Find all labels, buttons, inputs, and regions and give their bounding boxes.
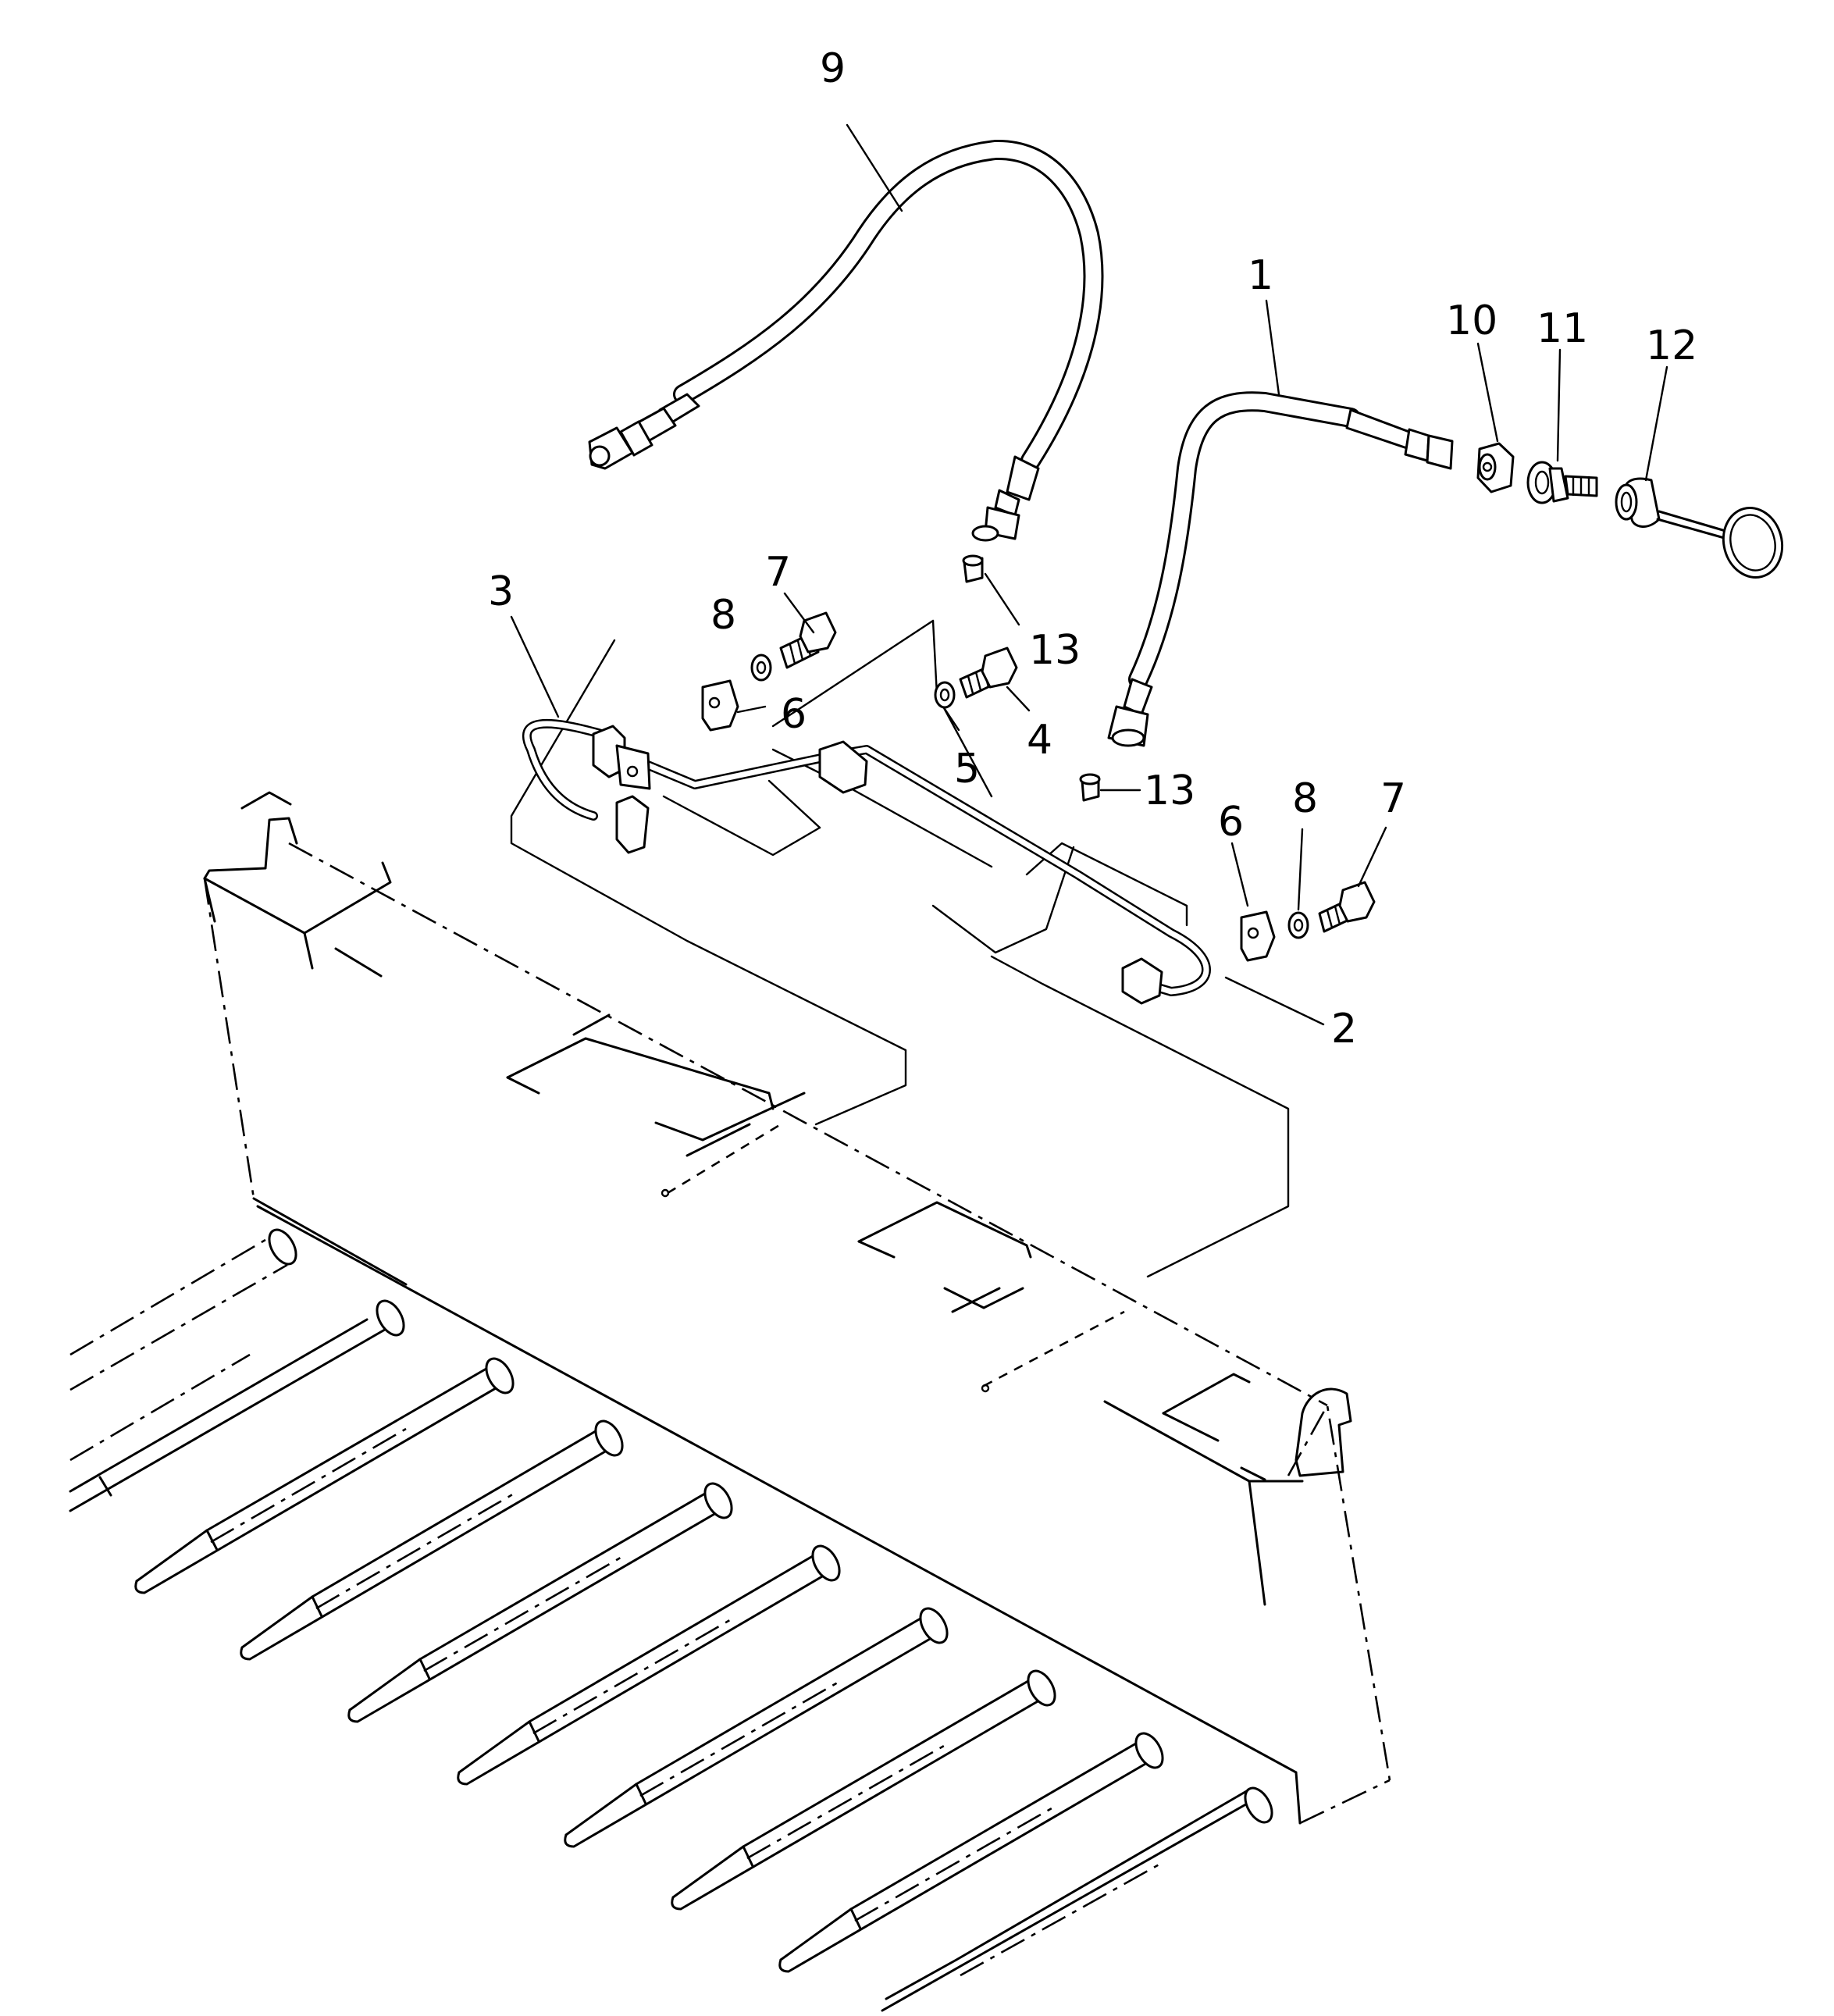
tine (134, 1357, 515, 1594)
tube-3 (522, 718, 1211, 996)
tine (778, 1732, 1164, 1973)
callout-1: 1 (1248, 252, 1273, 299)
dust-cap-12 (1615, 477, 1784, 579)
callout-9: 9 (820, 45, 846, 92)
fitting-13-lower (1079, 773, 1101, 802)
callout-5: 5 (954, 746, 980, 793)
fork-tines (69, 1228, 1273, 2012)
tine (564, 1607, 949, 1848)
tine (347, 1482, 733, 1723)
callout-6-upper: 6 (781, 691, 807, 738)
tine (671, 1669, 1056, 1911)
callout-4: 4 (1027, 717, 1052, 764)
washer-8-upper (750, 654, 772, 682)
callout-13-lower: 13 (1144, 768, 1195, 814)
tine (457, 1544, 841, 1786)
bolt-7-upper (779, 611, 837, 669)
tine (240, 1419, 624, 1661)
fitting-13-upper (962, 554, 984, 583)
callout-8-upper: 8 (710, 592, 736, 639)
callout-numbers: 9 1 10 11 12 3 7 8 13 6 4 5 13 6 8 7 2 (488, 45, 1697, 1053)
bolt-7-lower (1318, 881, 1376, 933)
callout-10: 10 (1446, 297, 1497, 344)
callout-7-upper: 7 (765, 549, 791, 596)
callout-11: 11 (1537, 305, 1588, 352)
hose-9 (588, 139, 1104, 542)
callout-12: 12 (1646, 322, 1697, 369)
callout-2: 2 (1331, 1006, 1357, 1053)
callout-8-lower: 8 (1292, 775, 1318, 822)
bolt-4 (959, 646, 1018, 699)
fork-frame (203, 791, 1391, 1825)
callout-6-lower: 6 (1218, 799, 1244, 846)
tine (881, 1786, 1273, 2012)
hose-1 (1107, 391, 1454, 747)
callout-7-lower: 7 (1380, 775, 1406, 822)
leader-lines (510, 123, 1668, 1026)
clamp-6-lower (1240, 910, 1276, 962)
mounting-outline (510, 619, 1290, 1278)
washer-8-lower (1287, 911, 1309, 939)
adapter-11 (1526, 461, 1598, 504)
clamp-6-upper (701, 679, 739, 732)
fittings (592, 725, 1163, 1005)
callout-3: 3 (488, 568, 514, 615)
callout-13-upper: 13 (1029, 627, 1081, 674)
washer-5 (934, 681, 956, 709)
coupler-10 (1476, 442, 1515, 493)
